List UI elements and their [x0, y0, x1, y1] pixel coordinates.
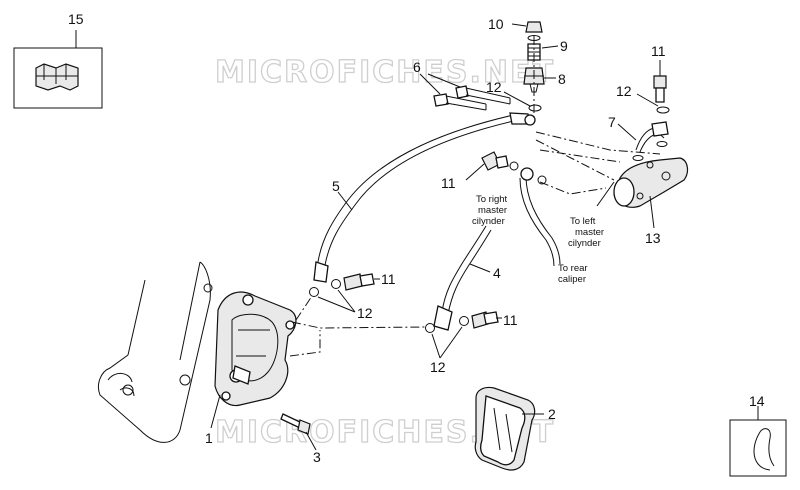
part-1-caliper — [214, 291, 297, 407]
svg-text:cilynder: cilynder — [472, 216, 505, 227]
callout-14: 14 — [749, 393, 765, 409]
part-3-caliper-bolt — [280, 413, 311, 435]
callout-11-middle: 11 — [441, 175, 456, 191]
part-10-cap — [525, 21, 543, 41]
callout-5: 5 — [332, 178, 340, 194]
callout-11-lower-b: 11 — [503, 312, 518, 328]
note-to-left-master-cylinder: To left master cilynder — [568, 216, 604, 249]
part-4-brake-hose — [433, 225, 492, 331]
rear-caliper-hose — [519, 167, 561, 267]
svg-text:caliper: caliper — [558, 274, 586, 285]
banjo-bolt-11-middle — [481, 151, 519, 171]
part-13-brake-splitter — [613, 157, 689, 208]
svg-text:master: master — [575, 227, 604, 238]
part-6-bolts — [433, 85, 511, 111]
callout-12-lower-b: 12 — [430, 359, 446, 375]
callout-9: 9 — [560, 38, 568, 54]
banjo-bolt-11-lower-b — [425, 311, 499, 333]
callout-12-lower-a: 12 — [357, 305, 373, 321]
note-to-rear-caliper: To rear caliper — [558, 263, 588, 285]
callout-15: 15 — [68, 11, 84, 27]
part-9-bleeder — [527, 43, 541, 61]
callout-1: 1 — [205, 430, 213, 446]
callout-11-right: 11 — [651, 43, 666, 59]
washer-12-upper — [528, 104, 542, 112]
callout-12-right: 12 — [616, 83, 632, 99]
part-5-brake-hose — [313, 112, 536, 283]
callout-7: 7 — [608, 114, 616, 130]
callout-3: 3 — [313, 449, 321, 465]
callout-4: 4 — [493, 265, 501, 281]
banjo-bolt-11-right — [653, 75, 670, 114]
svg-text:master: master — [478, 205, 507, 216]
svg-text:To left: To left — [570, 216, 596, 227]
callout-13: 13 — [645, 230, 661, 246]
part-14-clip-box — [729, 406, 787, 477]
callout-6: 6 — [413, 59, 421, 75]
callout-11-lower-a: 11 — [381, 271, 396, 287]
svg-text:To rear: To rear — [558, 263, 588, 274]
callout-12-upper: 12 — [486, 79, 502, 95]
svg-text:cilynder: cilynder — [568, 238, 601, 249]
part-2-brake-pads — [474, 386, 536, 471]
callout-10: 10 — [488, 16, 504, 32]
note-to-right-master-cylinder: To right master cilynder — [472, 194, 508, 227]
svg-text:To right: To right — [476, 194, 508, 205]
watermark-top: MICROFICHES.NET — [215, 55, 555, 90]
part-15-clip-box — [13, 30, 103, 109]
part-7-brake-pipe — [632, 121, 669, 161]
callout-2: 2 — [548, 406, 556, 422]
fork-leg — [97, 261, 213, 443]
callout-8: 8 — [558, 71, 566, 87]
alignment-lines — [289, 36, 661, 357]
banjo-bolt-11-lower-a — [309, 273, 375, 297]
